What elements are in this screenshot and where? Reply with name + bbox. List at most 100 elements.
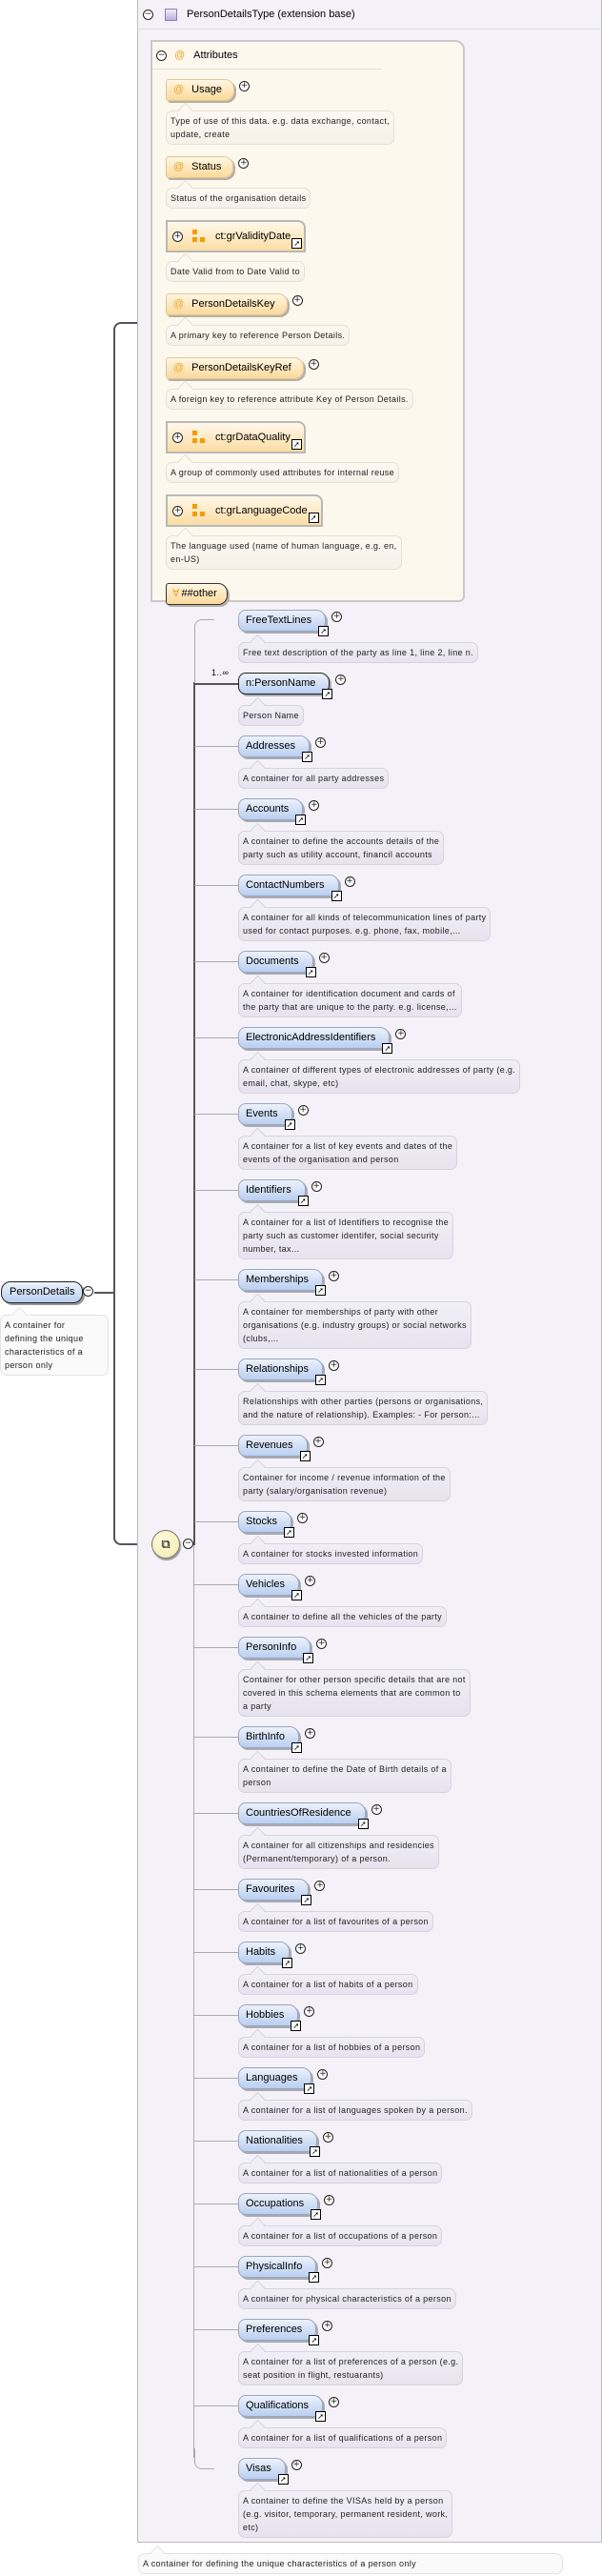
- shortcut-arrow-icon[interactable]: ➚: [297, 1195, 309, 1206]
- expand-icon[interactable]: +: [291, 2459, 302, 2470]
- element-node[interactable]: Visas➚: [238, 2457, 289, 2485]
- shortcut-arrow-icon[interactable]: ➚: [291, 2020, 302, 2031]
- shortcut-arrow-icon[interactable]: ➚: [299, 1450, 311, 1461]
- element-node[interactable]: Addresses➚: [238, 735, 312, 762]
- expand-icon[interactable]: +: [309, 799, 320, 811]
- shortcut-arrow-icon[interactable]: ➚: [291, 238, 303, 249]
- element-node[interactable]: Documents➚: [238, 950, 316, 977]
- shortcut-arrow-icon[interactable]: ➚: [282, 1957, 293, 1968]
- element-node[interactable]: Events➚: [238, 1102, 295, 1130]
- shortcut-arrow-icon[interactable]: ➚: [301, 1894, 312, 1905]
- element-node[interactable]: FreeTextLines➚: [238, 609, 330, 636]
- shortcut-arrow-icon[interactable]: ➚: [301, 751, 312, 762]
- collapse-icon[interactable]: −: [143, 9, 153, 20]
- expand-icon[interactable]: +: [318, 952, 330, 963]
- shortcut-arrow-icon[interactable]: ➚: [277, 2473, 289, 2485]
- expand-icon[interactable]: +: [395, 1028, 407, 1039]
- shortcut-arrow-icon[interactable]: ➚: [309, 2271, 320, 2283]
- shortcut-arrow-icon[interactable]: ➚: [284, 1526, 295, 1538]
- element-node[interactable]: Habits➚: [238, 1941, 293, 1968]
- any-attribute-node[interactable]: ∀##other: [166, 583, 228, 605]
- element-node[interactable]: n:PersonName➚: [238, 672, 333, 699]
- shortcut-arrow-icon[interactable]: ➚: [357, 1818, 369, 1829]
- expand-icon[interactable]: +: [297, 1512, 309, 1523]
- element-node[interactable]: BirthInfo➚: [238, 1725, 302, 1753]
- element-node[interactable]: Accounts➚: [238, 797, 307, 825]
- expand-icon[interactable]: +: [312, 1436, 324, 1447]
- element-node[interactable]: Hobbies➚: [238, 2003, 302, 2031]
- expand-icon[interactable]: +: [329, 2396, 340, 2407]
- expand-icon[interactable]: +: [172, 231, 183, 242]
- expand-icon[interactable]: +: [314, 1880, 326, 1891]
- expand-icon[interactable]: +: [291, 294, 303, 306]
- shortcut-arrow-icon[interactable]: ➚: [311, 2208, 322, 2220]
- element-node[interactable]: Relationships➚: [238, 1358, 327, 1385]
- shortcut-arrow-icon[interactable]: ➚: [308, 513, 319, 523]
- attribute-node[interactable]: @Usage: [166, 78, 234, 101]
- expand-icon[interactable]: +: [329, 1359, 340, 1371]
- expand-icon[interactable]: +: [311, 1180, 322, 1192]
- element-node[interactable]: Languages➚: [238, 2066, 315, 2094]
- element-node[interactable]: Favourites➚: [238, 1878, 312, 1905]
- element-node[interactable]: Identifiers➚: [238, 1178, 309, 1206]
- shortcut-arrow-icon[interactable]: ➚: [309, 2334, 320, 2345]
- shortcut-arrow-icon[interactable]: ➚: [315, 1284, 327, 1296]
- attribute-group-node[interactable]: + ct:grLanguageCode ➚: [166, 494, 323, 527]
- root-element-node[interactable]: PersonDetails: [1, 1281, 84, 1303]
- element-node[interactable]: Vehicles➚: [238, 1573, 302, 1600]
- shortcut-arrow-icon[interactable]: ➚: [305, 966, 316, 977]
- element-node[interactable]: Occupations➚: [238, 2192, 322, 2220]
- expand-icon[interactable]: +: [238, 80, 250, 91]
- sequence-compositor-icon[interactable]: ⧉: [151, 1530, 180, 1559]
- element-node[interactable]: ElectronicAddressIdentifiers➚: [238, 1026, 393, 1054]
- attribute-node[interactable]: @PersonDetailsKeyRef: [166, 356, 304, 379]
- shortcut-arrow-icon[interactable]: ➚: [291, 1741, 302, 1753]
- collapse-icon[interactable]: −: [183, 1539, 193, 1549]
- element-node[interactable]: Memberships➚: [238, 1268, 327, 1296]
- expand-icon[interactable]: +: [316, 1638, 328, 1649]
- expand-icon[interactable]: +: [308, 358, 319, 370]
- expand-icon[interactable]: +: [317, 2068, 329, 2080]
- shortcut-arrow-icon[interactable]: ➚: [284, 1118, 295, 1130]
- expand-icon[interactable]: +: [322, 2131, 333, 2143]
- expand-icon[interactable]: +: [172, 505, 183, 516]
- any-attribute[interactable]: ∀##other: [152, 581, 463, 605]
- expand-icon[interactable]: +: [304, 1727, 315, 1739]
- shortcut-arrow-icon[interactable]: ➚: [291, 439, 302, 450]
- expand-icon[interactable]: +: [335, 674, 347, 685]
- expand-icon[interactable]: +: [322, 2320, 333, 2331]
- expand-icon[interactable]: +: [304, 2005, 315, 2017]
- shortcut-arrow-icon[interactable]: ➚: [309, 2145, 320, 2157]
- element-node[interactable]: ContactNumbers➚: [238, 874, 342, 901]
- expand-icon[interactable]: +: [314, 736, 326, 748]
- shortcut-arrow-icon[interactable]: ➚: [382, 1042, 393, 1054]
- element-node[interactable]: Nationalities➚: [238, 2129, 320, 2157]
- shortcut-arrow-icon[interactable]: ➚: [291, 1589, 302, 1600]
- shortcut-arrow-icon[interactable]: ➚: [318, 625, 330, 636]
- collapse-icon[interactable]: −: [156, 50, 167, 61]
- shortcut-arrow-icon[interactable]: ➚: [315, 2410, 327, 2422]
- expand-icon[interactable]: +: [322, 2257, 333, 2268]
- element-node[interactable]: Qualifications➚: [238, 2394, 327, 2422]
- element-node[interactable]: Revenues➚: [238, 1434, 311, 1461]
- expand-icon[interactable]: +: [331, 611, 343, 622]
- element-node[interactable]: CountriesOfResidence➚: [238, 1801, 369, 1829]
- attribute-node[interactable]: @PersonDetailsKey: [166, 292, 288, 315]
- expand-icon[interactable]: +: [324, 2194, 335, 2205]
- shortcut-arrow-icon[interactable]: ➚: [331, 890, 342, 901]
- expand-icon[interactable]: +: [371, 1803, 382, 1815]
- element-node[interactable]: Preferences➚: [238, 2318, 320, 2345]
- shortcut-arrow-icon[interactable]: ➚: [315, 1374, 327, 1385]
- shortcut-arrow-icon[interactable]: ➚: [295, 814, 307, 825]
- collapse-icon[interactable]: −: [83, 1286, 93, 1297]
- shortcut-arrow-icon[interactable]: ➚: [303, 1652, 314, 1663]
- expand-icon[interactable]: +: [329, 1270, 340, 1281]
- attribute-group-node[interactable]: + ct:grDataQuality ➚: [166, 421, 306, 453]
- element-node[interactable]: PersonInfo➚: [238, 1636, 314, 1663]
- shortcut-arrow-icon[interactable]: ➚: [304, 2083, 315, 2094]
- root-element[interactable]: PersonDetails: [1, 1281, 84, 1303]
- element-node[interactable]: Stocks➚: [238, 1510, 295, 1538]
- expand-icon[interactable]: +: [172, 432, 183, 443]
- expand-icon[interactable]: +: [297, 1104, 309, 1116]
- expand-icon[interactable]: +: [295, 1942, 307, 1954]
